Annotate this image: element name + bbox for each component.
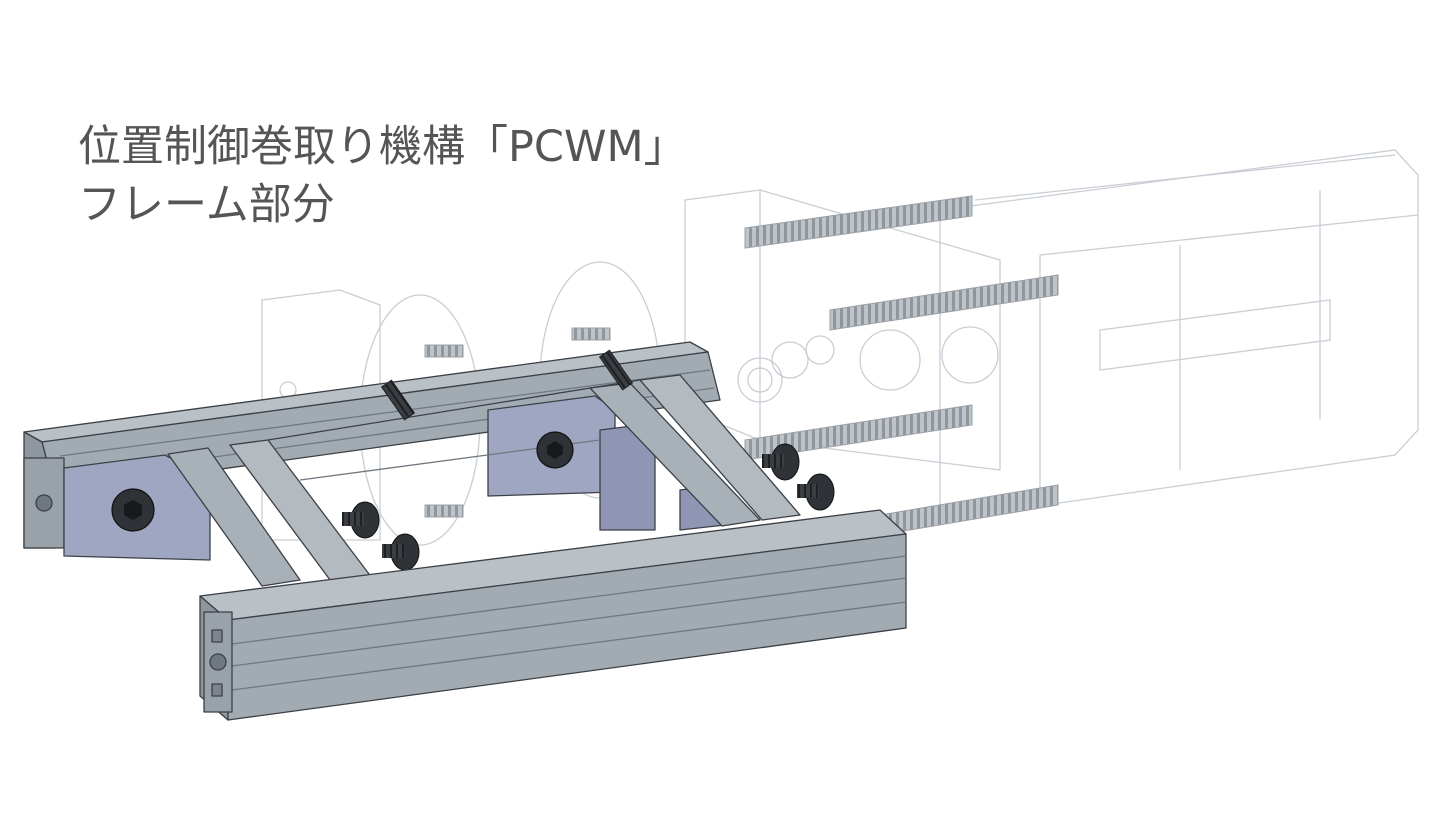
dark-pins [380,349,634,421]
hex-socket-bolt [536,431,574,469]
set-screw [380,379,416,421]
hex-socket-bolt [382,533,420,571]
aluminum-extrusion-front [199,509,907,721]
aluminum-extrusion-cross [589,382,761,527]
title-line-2: フレーム部分 [78,180,335,230]
cross-members [167,374,801,589]
motor-housing [939,149,1419,521]
aluminum-extrusion-cross [639,374,801,521]
threaded-rod [744,195,973,249]
hex-socket-bolt [762,443,800,481]
title-line-1: 位置制御巻取り機構「PCWM」 [78,122,687,172]
threaded-rod [879,484,1059,536]
hex-socket-bolt [797,473,835,511]
set-screw [598,349,634,391]
threaded-rods [424,195,1059,536]
threaded-rod [829,274,1059,331]
page-title: 位置制御巻取り機構「PCWM」 フレーム部分 [78,118,687,234]
bolts [111,431,835,571]
aluminum-extrusion-cross [167,447,301,587]
hex-socket-bolt [111,488,155,532]
hex-socket-bolt [342,501,380,539]
